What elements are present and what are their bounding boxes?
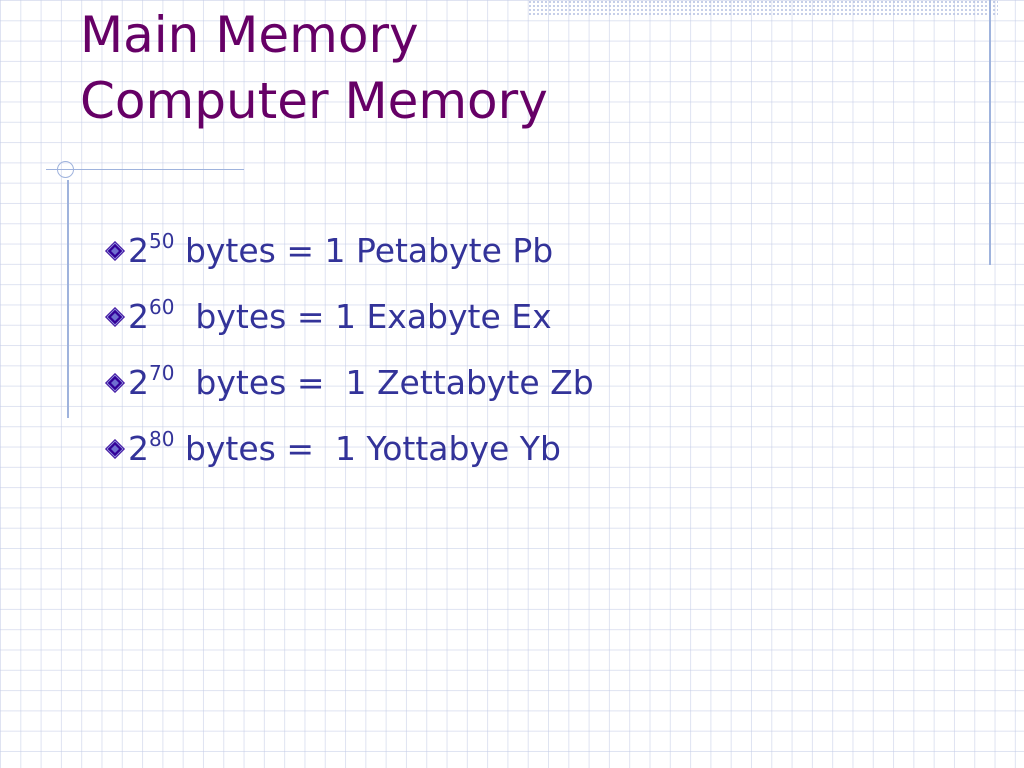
title-line-1: Main Memory	[80, 6, 419, 64]
bullet-text: 250 bytes = 1 Petabyte Pb	[128, 231, 553, 271]
power-exponent: 80	[149, 427, 175, 451]
diamond-bullet-icon	[104, 240, 126, 262]
diamond-bullet-icon	[104, 372, 126, 394]
bullet-description: bytes = 1 Yottabye Yb	[174, 429, 561, 468]
power-base: 2	[128, 363, 149, 402]
power-exponent: 70	[149, 361, 175, 385]
bullet-text: 280 bytes = 1 Yottabye Yb	[128, 429, 561, 469]
title-line-2: Computer Memory	[80, 72, 548, 130]
bullet-item: 280 bytes = 1 Yottabye Yb	[104, 416, 594, 482]
power-base: 2	[128, 231, 149, 270]
bullet-description: bytes = 1 Zettabyte Zb	[174, 363, 594, 402]
power-base: 2	[128, 429, 149, 468]
dotted-header-band	[528, 0, 998, 16]
diamond-bullet-icon	[104, 438, 126, 460]
bullet-text: 260 bytes = 1 Exabyte Ex	[128, 297, 552, 337]
bullet-item: 270 bytes = 1 Zettabyte Zb	[104, 350, 594, 416]
bullet-item: 260 bytes = 1 Exabyte Ex	[104, 284, 594, 350]
bullet-text: 270 bytes = 1 Zettabyte Zb	[128, 363, 594, 403]
decorative-circle	[57, 161, 74, 178]
bullet-item: 250 bytes = 1 Petabyte Pb	[104, 218, 594, 284]
diamond-bullet-icon	[104, 306, 126, 328]
bullet-list: 250 bytes = 1 Petabyte Pb 260 bytes = 1 …	[104, 218, 594, 482]
bullet-description: bytes = 1 Petabyte Pb	[174, 231, 554, 270]
slide-title: Main Memory Computer Memory	[80, 2, 548, 134]
bullet-description: bytes = 1 Exabyte Ex	[174, 297, 552, 336]
decorative-horizontal-line	[46, 169, 244, 170]
power-exponent: 60	[149, 295, 175, 319]
decorative-vertical-line-right	[989, 0, 991, 265]
power-exponent: 50	[149, 229, 175, 253]
decorative-vertical-line-left	[67, 180, 69, 418]
power-base: 2	[128, 297, 149, 336]
